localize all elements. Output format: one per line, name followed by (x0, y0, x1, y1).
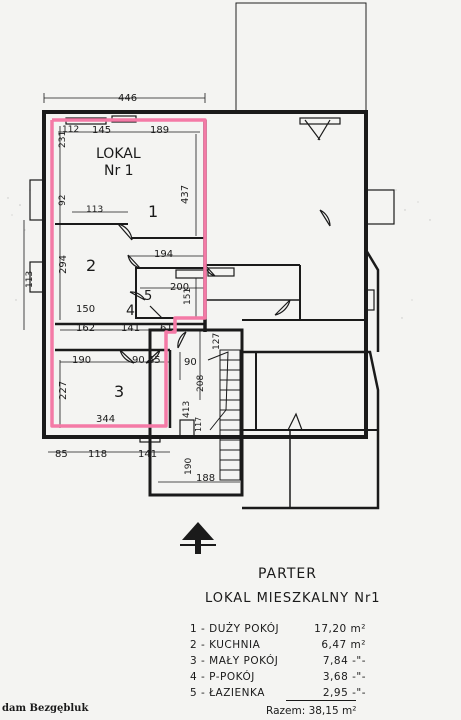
dim-141-a: 141 (121, 323, 141, 334)
dim-413: 413 (182, 400, 192, 418)
dim-294: 294 (58, 254, 69, 274)
dim-113-h: 113 (86, 205, 104, 215)
annex-outline (235, 2, 367, 112)
dim-145: 145 (92, 125, 112, 136)
outer-walls (42, 110, 380, 510)
dim-117: 117 (194, 416, 203, 432)
unit-number: Nr 1 (104, 163, 134, 179)
plan-subtitle: LOKAL MIESZKALNY Nr1 (205, 591, 381, 606)
dim-151: 151 (183, 287, 193, 305)
dim-200: 200 (170, 282, 190, 293)
dim-162: 162 (76, 323, 96, 334)
dim-208: 208 (196, 374, 206, 392)
dim-92: 92 (58, 194, 68, 206)
scan-speckle (7, 189, 431, 319)
room-number-5: 5 (144, 289, 153, 304)
door-swings (117, 119, 331, 431)
dim-189: 189 (150, 125, 170, 136)
dim-141-b: 141 (138, 449, 158, 460)
unit-outline-highlight (50, 118, 207, 428)
author-signature: dam Bezgębluk (2, 703, 89, 714)
room-number-3: 3 (114, 382, 125, 401)
dim-118: 118 (88, 449, 108, 460)
dim-113-v: 113 (25, 270, 35, 288)
total-area: Razem: 38,15 m² (266, 705, 357, 717)
legend-sum-rule (286, 700, 356, 701)
dim-90-65: 90 65 (132, 355, 161, 366)
room-number-4: 4 (126, 303, 135, 319)
dim-194: 194 (154, 249, 174, 260)
dim-190-a: 190 (72, 355, 92, 366)
dim-227: 227 (58, 380, 69, 400)
dim-190-b: 190 (184, 457, 194, 475)
dim-437: 437 (180, 184, 191, 204)
dim-150: 150 (76, 304, 96, 315)
dim-90: 90 (184, 357, 197, 368)
staircase (207, 349, 241, 481)
unit-label: LOKAL (96, 146, 141, 162)
dim-112: 112 (62, 125, 80, 135)
windows-radiators (29, 115, 395, 443)
north-arrow-icon (180, 522, 216, 554)
room-number-2: 2 (86, 256, 97, 275)
dim-85: 85 (55, 449, 68, 460)
dim-188: 188 (196, 473, 216, 484)
dim-127: 127 (212, 332, 222, 350)
dim-61: 61 (160, 323, 173, 334)
dim-446: 446 (118, 93, 138, 104)
plan-title: PARTER (258, 566, 317, 582)
room-number-1: 1 (148, 202, 159, 221)
dim-344: 344 (96, 414, 116, 425)
dim-231: 231 (58, 130, 68, 148)
